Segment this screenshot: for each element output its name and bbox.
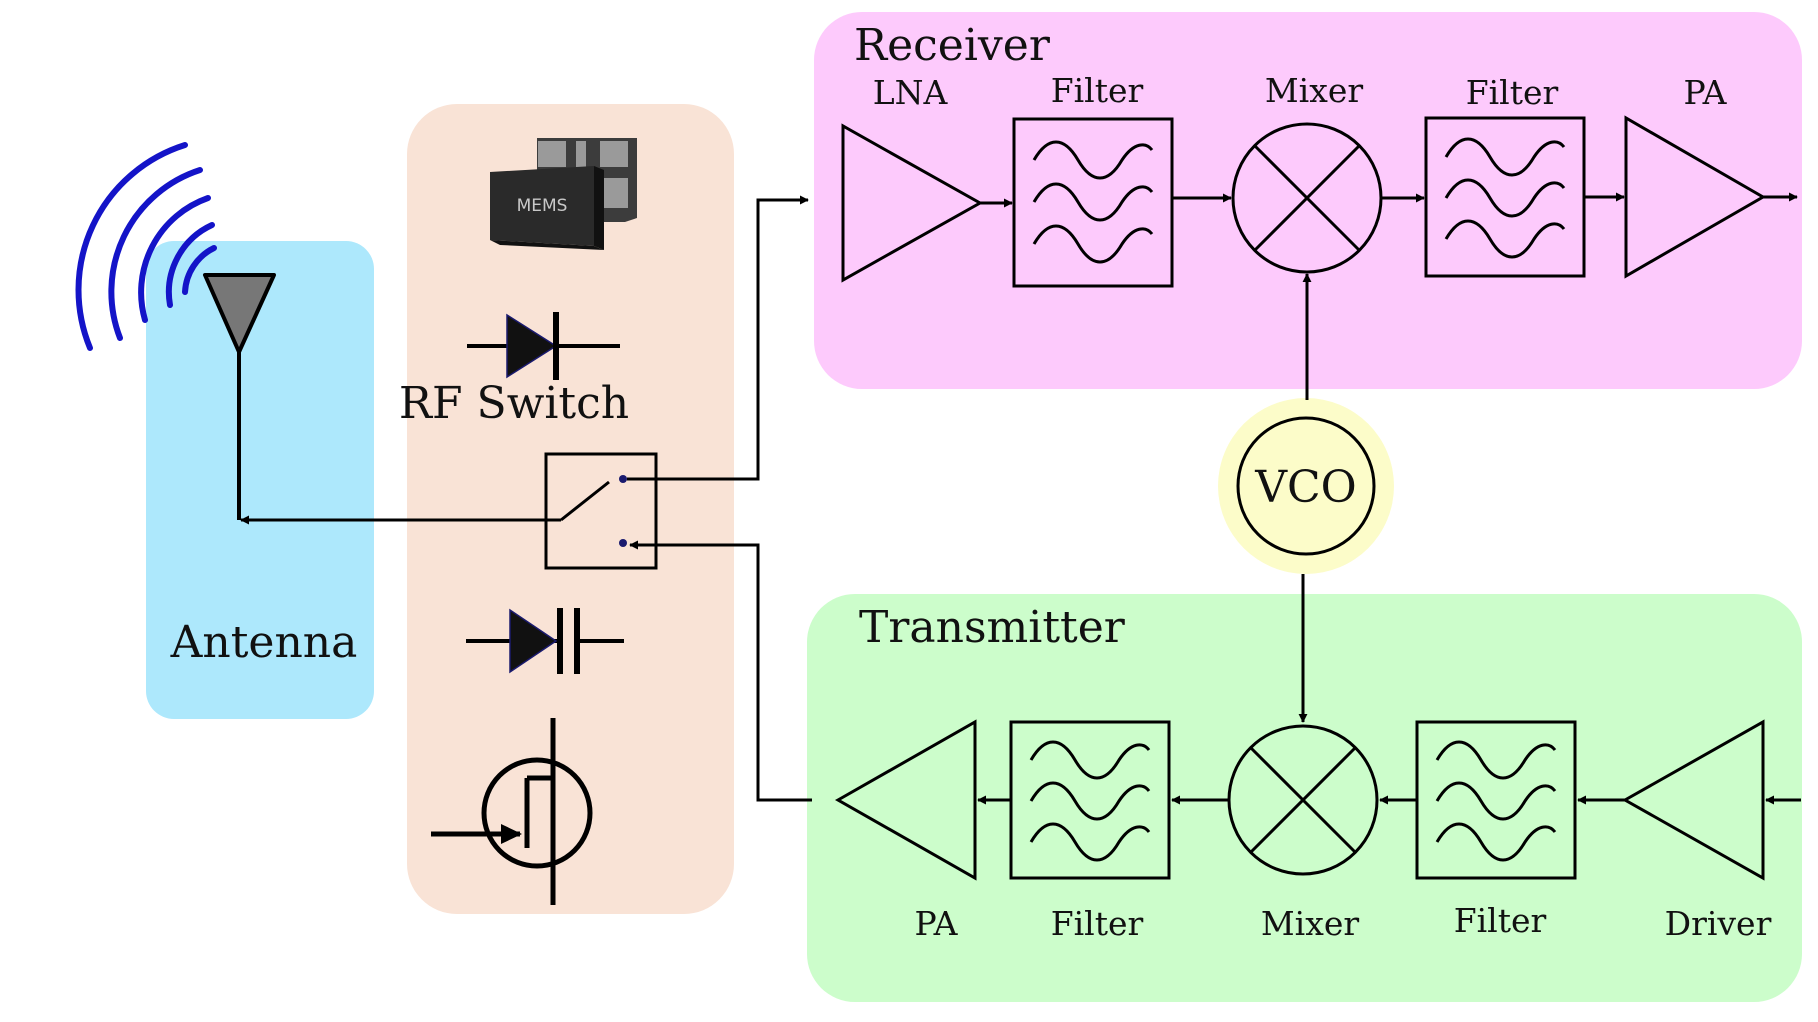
rx-mixer-label: Mixer [1265,71,1363,110]
rf-switch-panel [407,104,734,914]
rf-switch-label: RF Switch [399,378,629,429]
tx-pa-label: PA [914,904,958,943]
pin-diode-icon [467,312,620,380]
rx-filter-2-label: Filter [1466,73,1559,112]
switch-connections [240,195,812,802]
varactor-diode-icon [466,608,624,674]
receiver-connections [980,192,1798,723]
antenna-icon [203,273,276,520]
rx-pa-amplifier-icon [1624,115,1767,279]
tx-mixer-label: Mixer [1261,904,1359,943]
rx-lna-label: LNA [873,73,949,112]
receiver-title: Receiver [854,20,1051,71]
vco-icon [1236,416,1376,556]
tx-driver-label: Driver [1665,904,1772,943]
antenna-label: Antenna [170,617,358,668]
signal-waves-icon [75,142,217,351]
tx-driver-amplifier-icon [1621,719,1765,881]
vco-label: VCO [1254,462,1357,513]
tx-filter-1-label: Filter [1051,904,1144,943]
rx-lna-amplifier-icon [841,123,984,283]
mems-chip-icon: MEMS [490,138,637,250]
rx-filter-1-bandpass-filter-icon [1012,117,1174,288]
tx-pa-amplifier-icon [834,719,977,881]
rx-filter-1-label: Filter [1051,71,1144,110]
mems-chip-label: MEMS [517,196,568,216]
fet-transistor-icon [431,718,593,905]
antenna-panel [146,241,374,719]
rx-pa-label: PA [1683,73,1727,112]
transmitter-title: Transmitter [859,602,1126,653]
spdt-switch-icon [544,452,658,570]
tx-filter-2-label: Filter [1454,901,1547,940]
